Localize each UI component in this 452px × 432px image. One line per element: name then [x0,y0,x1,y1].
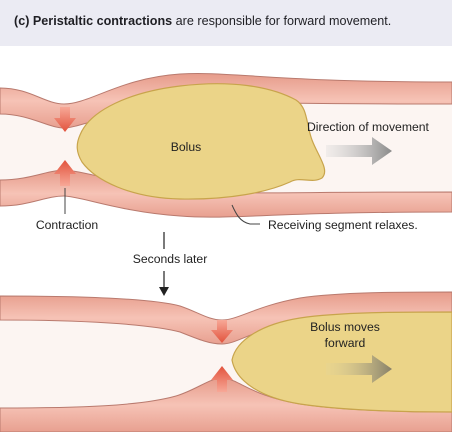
down-arrow-icon [159,287,169,296]
bottom-bolus [231,311,452,413]
caption-rest: are responsible for forward movement. [172,14,392,28]
bolus-moves-label-line2: forward [325,336,366,350]
seconds-later-label: Seconds later [133,252,208,266]
bottom-panel: Bolus moves forward [0,291,452,432]
contraction-label: Contraction [36,218,98,232]
contraction-arrow-up-icon [54,160,76,186]
direction-arrow-icon [326,137,392,165]
contraction-arrow-down-icon [54,107,76,132]
top-bolus [76,83,326,200]
direction-label: Direction of movement [307,120,430,134]
forward-arrow-icon [326,355,392,383]
transition: Seconds later [133,232,208,296]
bottom-upper-wall [0,291,452,345]
caption-bar: (c) Peristaltic contractions are respons… [0,0,452,46]
top-panel: Bolus Direction of movement Contraction … [0,72,452,232]
bottom-contraction-arrow-up-icon [211,366,233,392]
bolus-moves-label-line1: Bolus moves [310,320,380,334]
top-bolus-label: Bolus [171,140,202,154]
figure-caption: (c) Peristaltic contractions are respons… [14,14,391,28]
bottom-contraction-arrow-down-icon [211,320,233,343]
receiving-segment-label: Receiving segment relaxes. [268,218,418,232]
receiving-leader-line [231,204,260,225]
caption-bold: (c) Peristaltic contractions [14,14,173,28]
